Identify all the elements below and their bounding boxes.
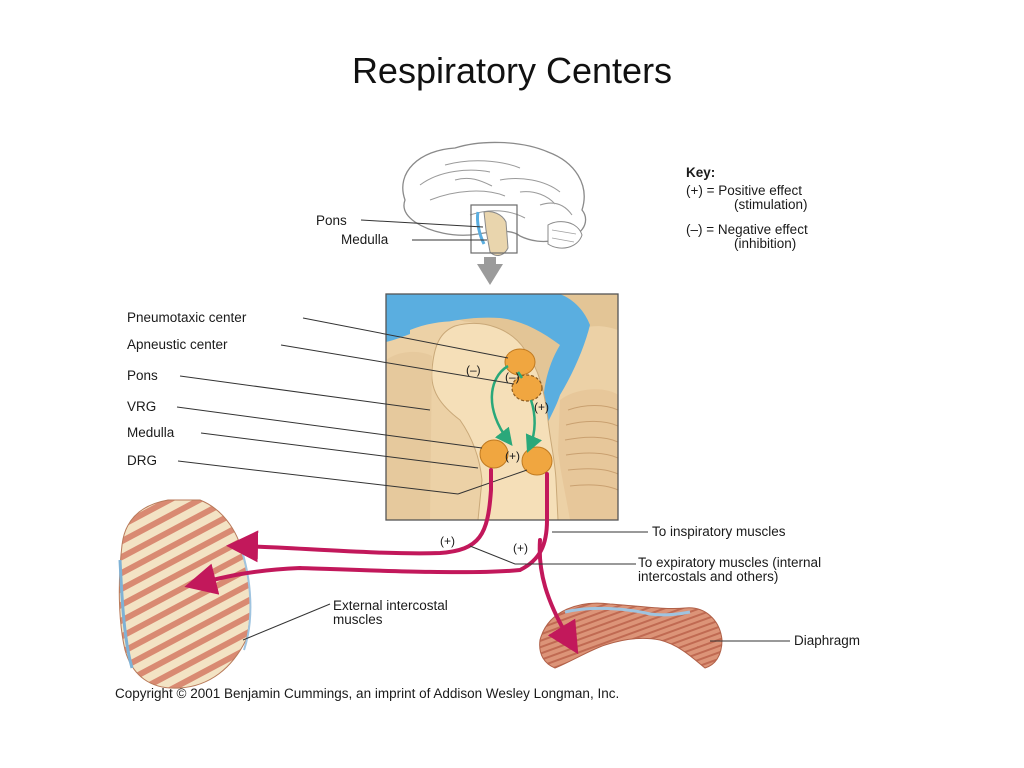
brainstem-detail: (–) (–) (+) (+) — [385, 293, 619, 521]
key: Key: (+) = Positive effect (stimulation)… — [686, 165, 808, 251]
key-heading: Key: — [686, 165, 715, 180]
label-vrg: VRG — [127, 399, 156, 414]
slide-title: Respiratory Centers — [351, 50, 673, 91]
label-expiratory-muscles: To expiratory muscles (internal — [638, 555, 821, 570]
sign-plus-path-left: (+) — [440, 534, 455, 548]
stimulate-arrow-apneustic — [525, 399, 542, 453]
diaphragm — [539, 602, 723, 669]
brain-outline — [402, 141, 587, 256]
key-positive: (+) = Positive effect — [686, 183, 802, 198]
zoom-arrow — [477, 257, 503, 285]
label-diaphragm: Diaphragm — [794, 633, 860, 648]
label-external-intercostal-2: muscles — [333, 612, 383, 627]
key-negative: (–) = Negative effect — [686, 222, 808, 237]
leader-brain-pons — [360, 219, 484, 228]
sign-plus-apneustic: (+) — [534, 400, 549, 414]
leader-lines — [176, 317, 528, 495]
vrg-nucleus — [479, 439, 509, 469]
leader-expiratory — [469, 545, 636, 565]
apneustic-center — [511, 374, 543, 402]
label-external-intercostal: External intercostal — [333, 598, 448, 613]
nerve-to-diaphragm — [537, 538, 579, 655]
leader-external-intercostal — [242, 603, 331, 641]
sign-minus-center: (–) — [505, 370, 520, 384]
key-negative-desc: (inhibition) — [734, 236, 796, 251]
brainstem-highlight-box — [470, 204, 518, 254]
label-pons: Pons — [127, 368, 158, 383]
label-drg: DRG — [127, 453, 157, 468]
sign-minus-left: (–) — [466, 363, 481, 377]
sign-plus-drg: (+) — [505, 449, 520, 463]
inhibit-arrow-pneumotaxic — [490, 364, 513, 446]
brain-label-pons: Pons — [316, 213, 347, 228]
label-pneumotaxic-center: Pneumotaxic center — [127, 310, 247, 325]
nerve-to-external-intercostals — [226, 468, 493, 563]
label-apneustic-center: Apneustic center — [127, 337, 228, 352]
detail-panel-border — [385, 293, 619, 521]
brain-label-medulla: Medulla — [341, 232, 389, 247]
sign-plus-path-right: (+) — [513, 541, 528, 555]
rib-cage — [118, 499, 252, 689]
inhibit-link — [516, 371, 524, 379]
drg-nucleus — [521, 446, 553, 476]
key-positive-desc: (stimulation) — [734, 197, 808, 212]
label-inspiratory-muscles: To inspiratory muscles — [652, 524, 786, 539]
nerve-pathways — [184, 468, 579, 655]
label-medulla: Medulla — [127, 425, 175, 440]
label-expiratory-muscles-2: intercostals and others) — [638, 569, 778, 584]
copyright: Copyright © 2001 Benjamin Cummings, an i… — [115, 686, 619, 701]
